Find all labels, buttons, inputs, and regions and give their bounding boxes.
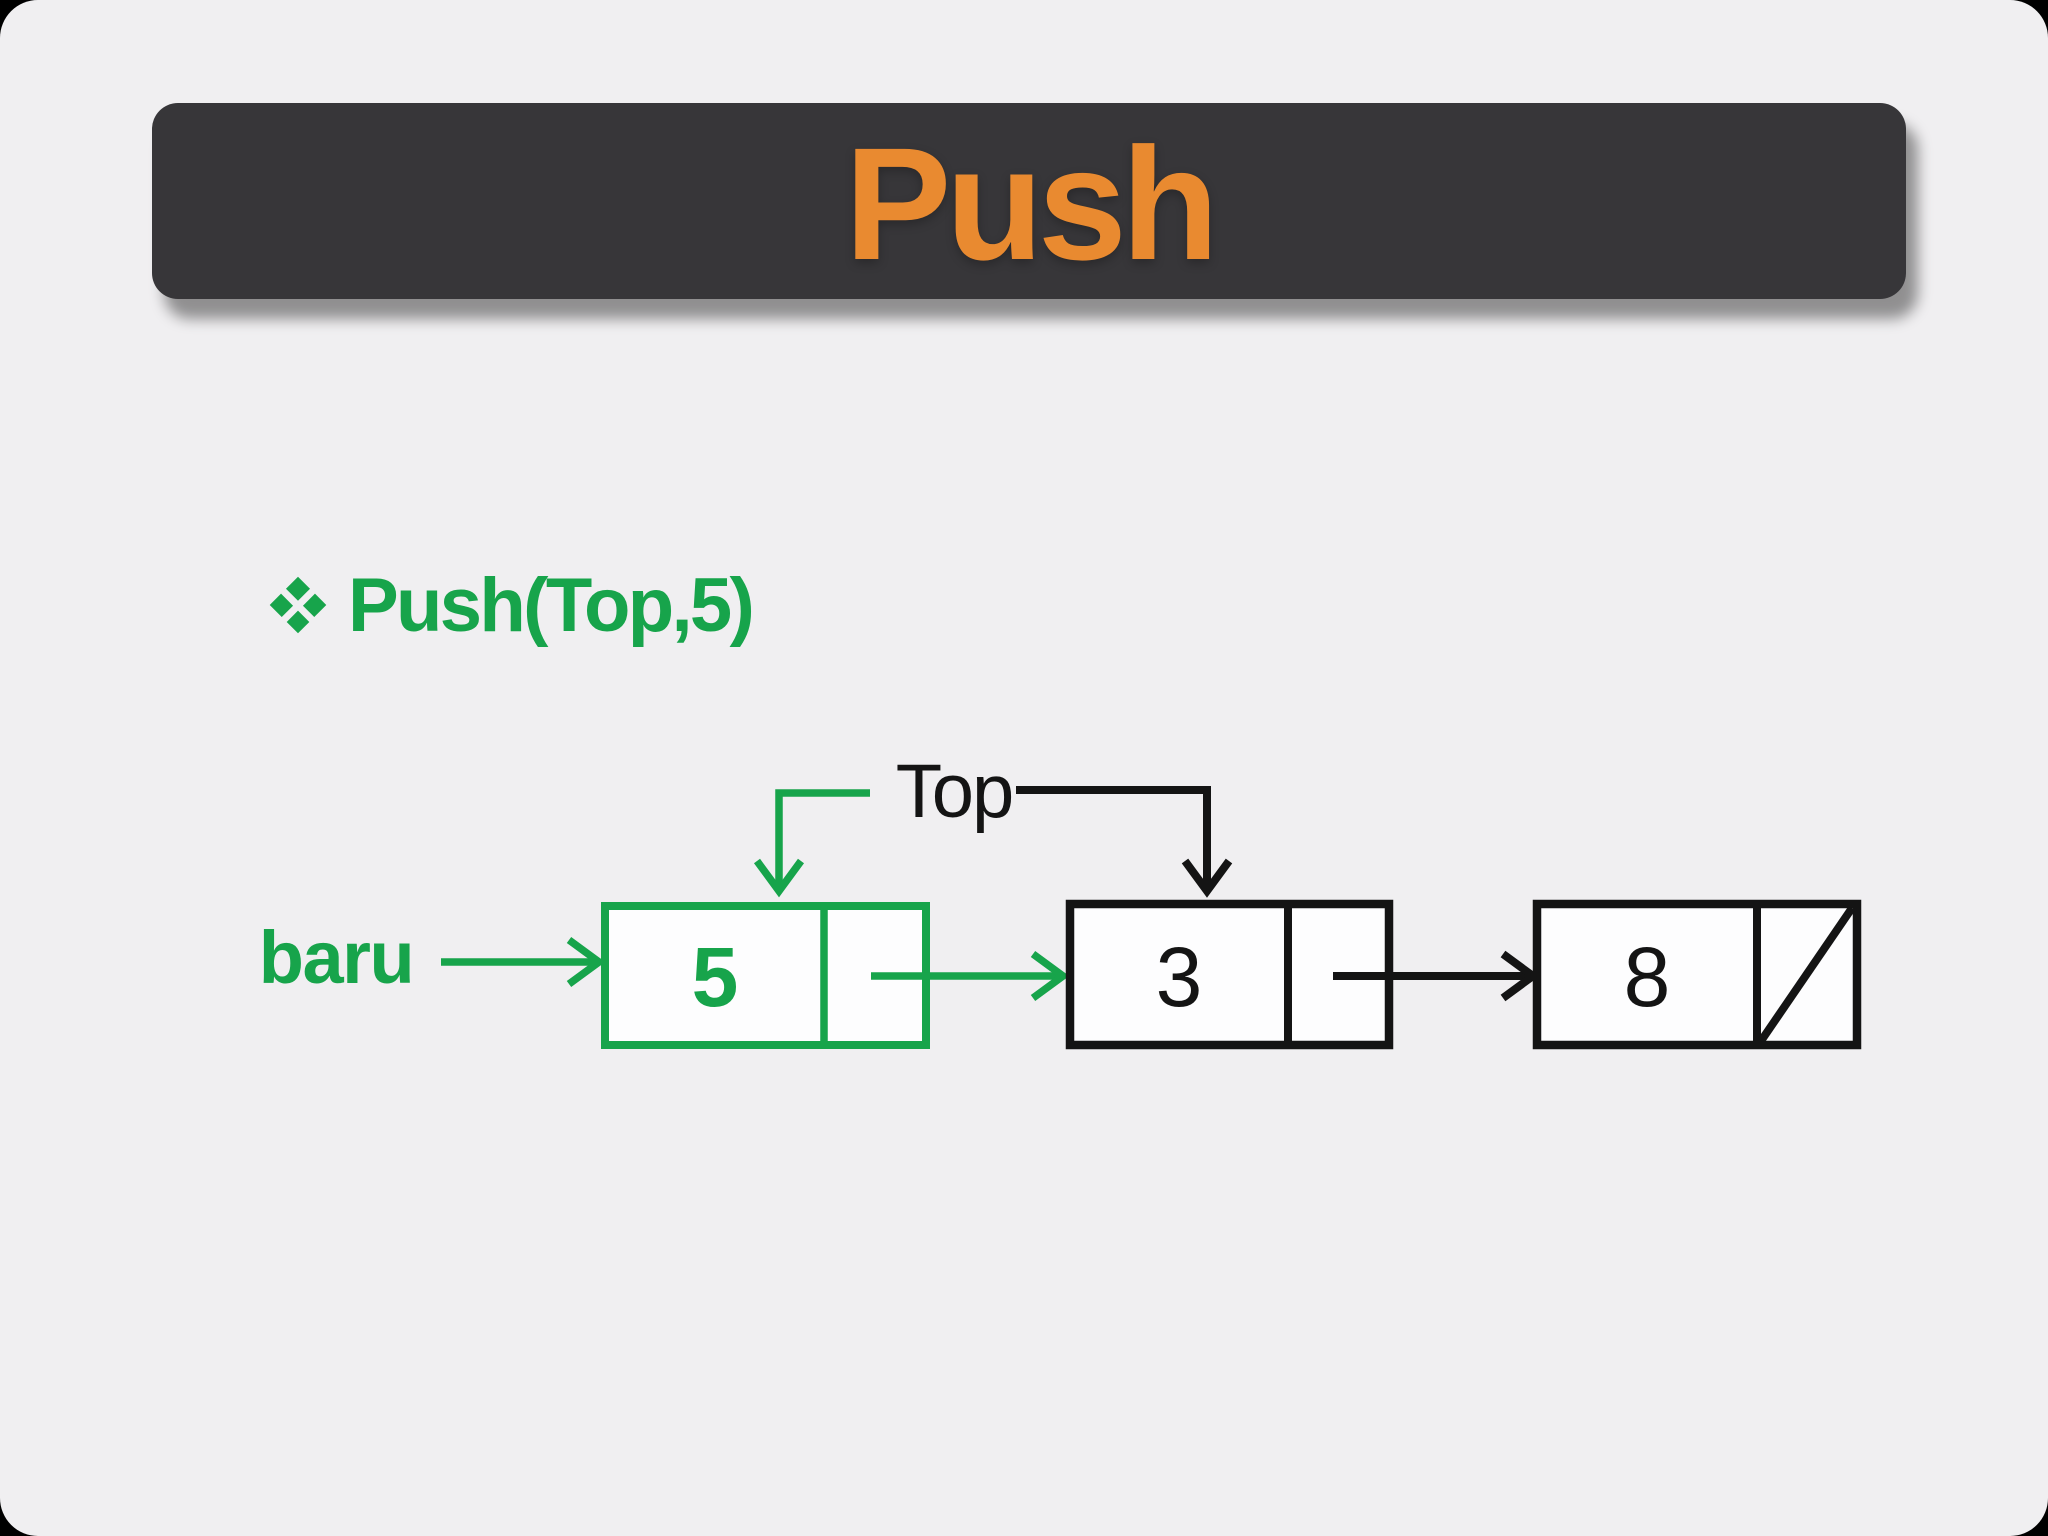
baru-pointer-label: baru — [259, 916, 413, 999]
bullet-text: Push(Top,5) — [348, 562, 755, 648]
null-pointer-slash-icon — [1757, 905, 1856, 1044]
bullet-row: Push(Top,5) — [269, 563, 755, 648]
new-node-next-arrowhead-icon — [1030, 950, 1070, 1002]
top-to-new-node-arrowhead-icon — [753, 858, 805, 898]
title-bar: Push — [152, 103, 1906, 299]
slide-title: Push — [844, 114, 1219, 293]
top-to-old-top-arrow-line — [1016, 786, 1211, 890]
new-node-value: 5 — [692, 930, 739, 1024]
top-to-old-top-arrowhead-icon — [1181, 858, 1233, 898]
baru-arrowhead-icon — [566, 936, 606, 988]
top-to-new-node-arrow-line — [775, 789, 870, 890]
node-8-value: 8 — [1624, 930, 1671, 1024]
node-3-value: 3 — [1156, 930, 1203, 1024]
top-pointer-label: Top — [896, 749, 1013, 834]
